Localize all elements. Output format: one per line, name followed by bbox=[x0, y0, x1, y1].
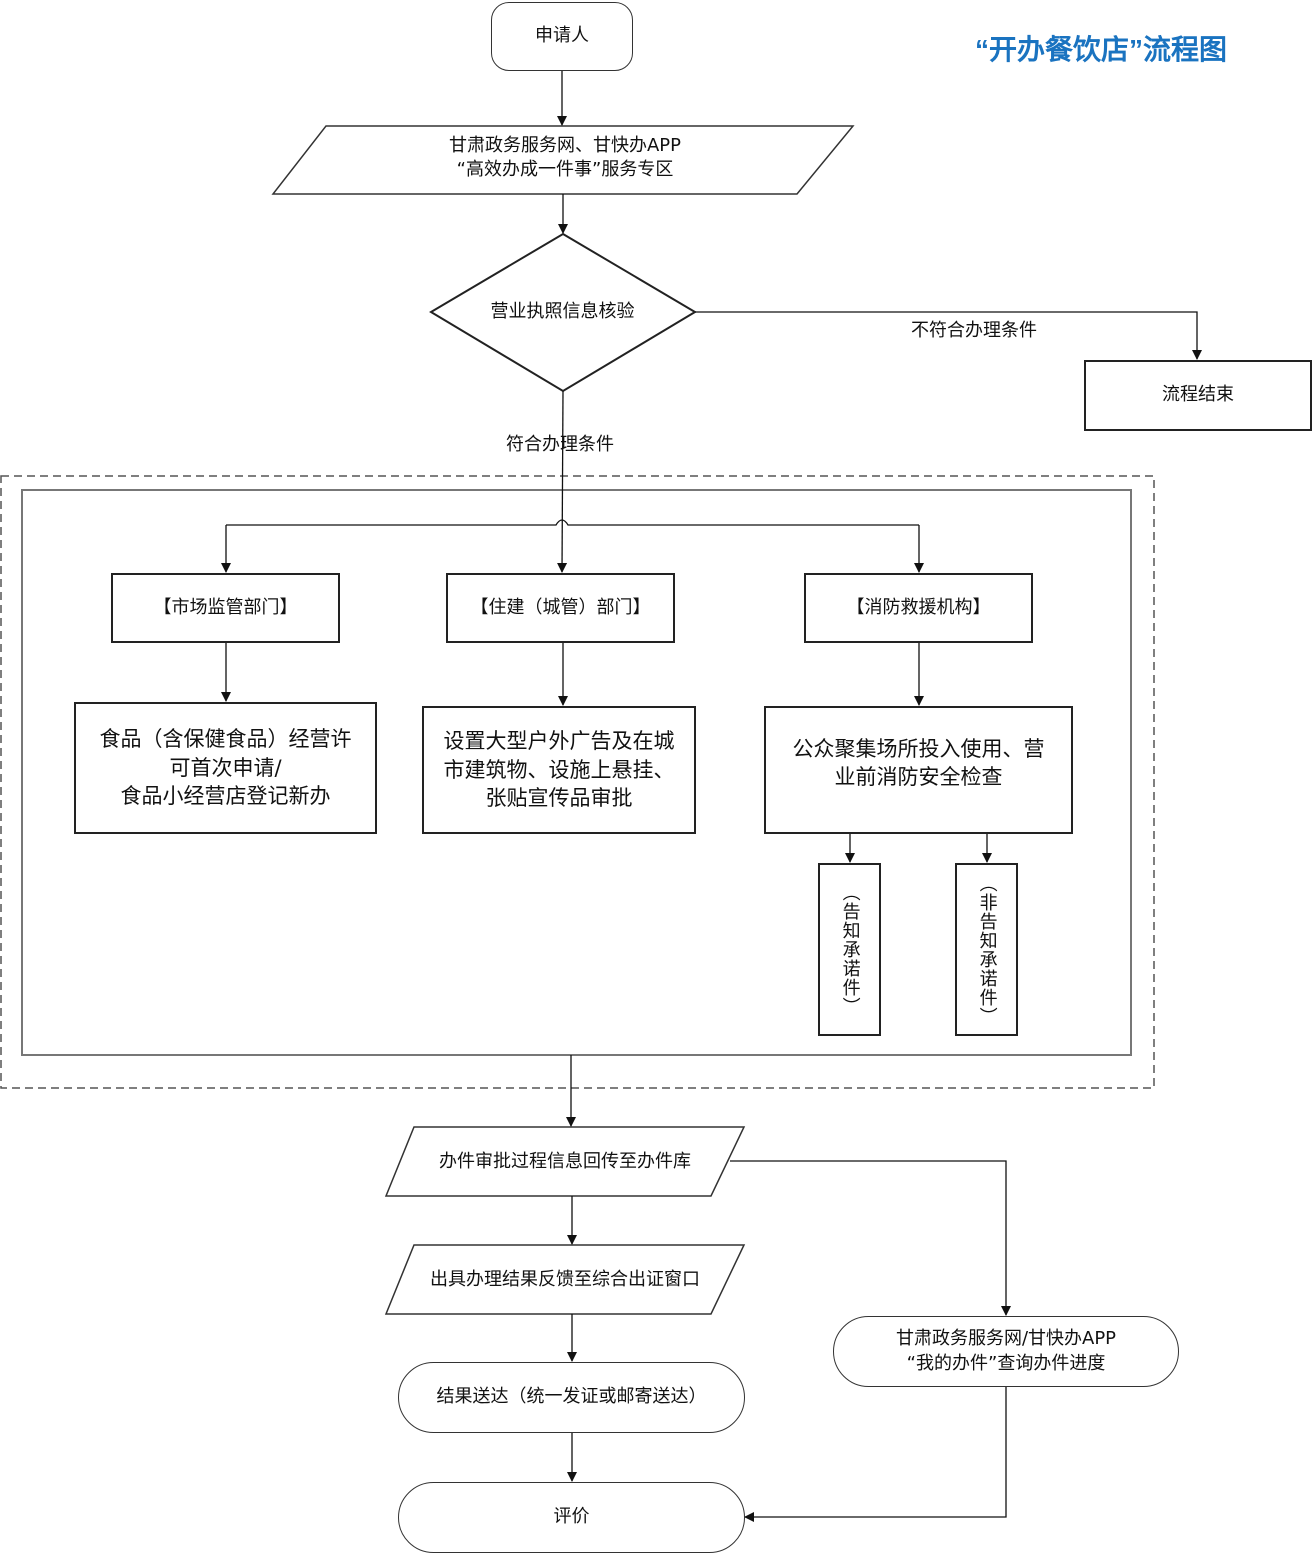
edge-verify-end bbox=[695, 311, 1202, 360]
task-food-label: 食品（含保健食品）经营许 可首次申请/ 食品小经营店登记新办 bbox=[99, 727, 352, 809]
task-fire-label: 公众聚集场所投入使用、营 业前消防安全检查 bbox=[792, 736, 1045, 789]
verify-label: 营业执照信息核验 bbox=[490, 301, 635, 322]
dept-market-label: 【市场监管部门】 bbox=[153, 596, 298, 618]
fire-non-notify-label: （非告知承诺件） bbox=[976, 873, 998, 1026]
return-info-parallelogram bbox=[384, 1126, 746, 1197]
evaluate-node: 评价 bbox=[398, 1482, 745, 1553]
edge-return-query bbox=[730, 1160, 1011, 1316]
dept-fire-label: 【消防救援机构】 bbox=[846, 596, 991, 618]
deliver-node: 结果送达（统一发证或邮寄送达） bbox=[398, 1362, 745, 1433]
fire-non-notify-node: （非告知承诺件） bbox=[955, 863, 1018, 1036]
issue-result-parallelogram bbox=[384, 1244, 746, 1315]
task-fire-node: 公众聚集场所投入使用、营 业前消防安全检查 bbox=[764, 706, 1073, 834]
dept-housing-label: 【住建（城管）部门】 bbox=[470, 596, 651, 618]
dept-housing-node: 【住建（城管）部门】 bbox=[446, 573, 675, 643]
parallel-approval-container bbox=[21, 489, 1132, 1056]
task-food-node: 食品（含保健食品）经营许 可首次申请/ 食品小经营店登记新办 bbox=[74, 702, 377, 834]
task-ads-label: 设置大型户外广告及在城 市建筑物、设施上悬挂、 张贴宣传品审批 bbox=[443, 729, 675, 811]
task-ads-node: 设置大型户外广告及在城 市建筑物、设施上悬挂、 张贴宣传品审批 bbox=[422, 706, 696, 834]
dept-fire-node: 【消防救援机构】 bbox=[804, 573, 1033, 643]
eligible-label: 符合办理条件 bbox=[506, 434, 614, 455]
portal-label: 甘肃政务服务网、甘快办APP “高效办成一件事”服务专区 bbox=[448, 135, 682, 181]
deliver-label: 结果送达（统一发证或邮寄送达） bbox=[436, 1386, 707, 1408]
applicant-label: 申请人 bbox=[535, 25, 589, 47]
end-flow-node: 流程结束 bbox=[1084, 360, 1312, 431]
portal-parallelogram bbox=[271, 125, 855, 195]
issue-result-label: 出具办理结果反馈至综合出证窗口 bbox=[430, 1269, 700, 1290]
edge-query-evaluate bbox=[744, 1386, 1007, 1522]
query-node: 甘肃政务服务网/甘快办APP “我的办件”查询办件进度 bbox=[833, 1316, 1179, 1387]
not-eligible-label: 不符合办理条件 bbox=[911, 320, 1037, 341]
dashed-container bbox=[0, 475, 1155, 1089]
return-info-label: 办件审批过程信息回传至办件库 bbox=[439, 1151, 691, 1172]
evaluate-label: 评价 bbox=[553, 1506, 590, 1528]
end-flow-label: 流程结束 bbox=[1162, 384, 1234, 406]
fire-notify-node: （告知承诺件） bbox=[818, 863, 881, 1036]
applicant-node: 申请人 bbox=[491, 2, 633, 71]
dept-market-node: 【市场监管部门】 bbox=[111, 573, 340, 643]
query-label: 甘肃政务服务网/甘快办APP “我的办件”查询办件进度 bbox=[895, 1328, 1117, 1374]
edge-verify-eligible bbox=[557, 390, 568, 573]
diagram-title: “开办餐饮店”流程图 bbox=[975, 34, 1228, 65]
edge-branch-horizontal bbox=[226, 519, 919, 526]
fire-notify-label: （告知承诺件） bbox=[839, 883, 861, 1016]
